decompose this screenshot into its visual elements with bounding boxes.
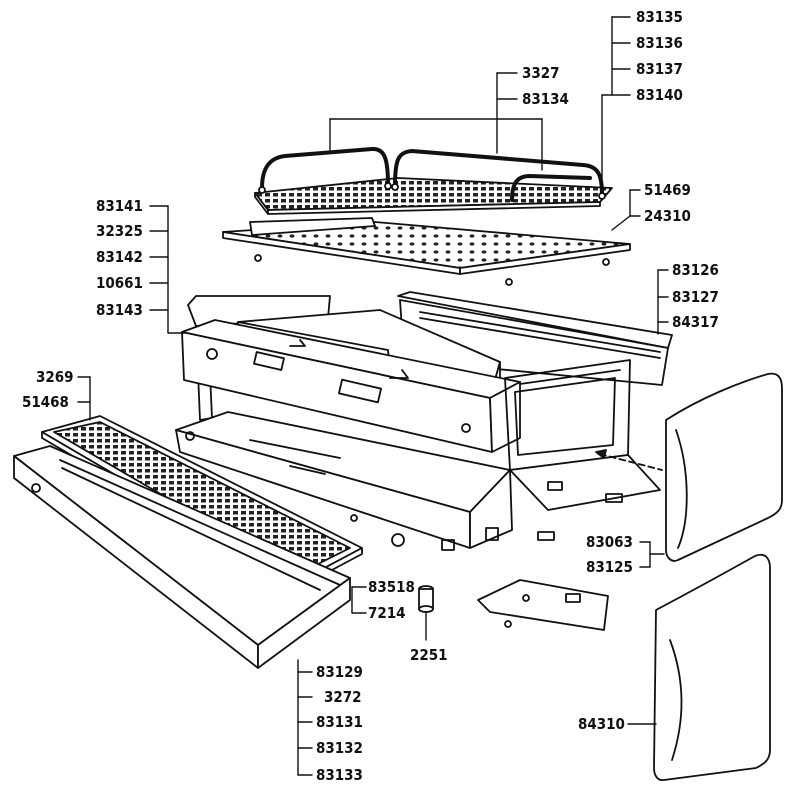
- label-3272: 3272: [324, 688, 362, 706]
- label-3327: 3327: [522, 64, 560, 82]
- label-51468: 51468: [22, 393, 69, 411]
- label-84317: 84317: [672, 313, 719, 331]
- label-83125: 83125: [586, 558, 633, 576]
- label-83132: 83132: [316, 739, 363, 757]
- bottom-bracket: [477, 579, 609, 631]
- label-83518: 83518: [368, 578, 415, 596]
- label-83133: 83133: [316, 766, 363, 784]
- label-83142: 83142: [96, 248, 143, 266]
- label-2251: 2251: [410, 646, 448, 664]
- label-84310: 84310: [578, 715, 625, 733]
- rear-side-panel: [653, 553, 771, 781]
- leader-lines: [77, 16, 669, 776]
- label-83141: 83141: [96, 197, 143, 215]
- label-83143: 83143: [96, 301, 143, 319]
- part-labels: 83135 83136 83137 83140 3327 83134 51469…: [22, 8, 719, 784]
- label-7214: 7214: [368, 604, 406, 622]
- foot: [418, 585, 434, 613]
- label-83134: 83134: [522, 90, 569, 108]
- label-24310: 24310: [644, 207, 691, 225]
- perforated-plate: [222, 217, 631, 286]
- label-83135: 83135: [636, 8, 683, 26]
- label-83131: 83131: [316, 713, 363, 731]
- label-83136: 83136: [636, 34, 683, 52]
- right-side-panel: [665, 372, 783, 562]
- label-83140: 83140: [636, 86, 683, 104]
- label-32325: 32325: [96, 222, 143, 240]
- label-51469: 51469: [644, 181, 691, 199]
- label-83063: 83063: [586, 533, 633, 551]
- main-frame: [175, 291, 673, 551]
- label-83127: 83127: [672, 288, 719, 306]
- cup-warmer-grid: [254, 146, 613, 215]
- label-3269: 3269: [36, 368, 74, 386]
- base-tray: [13, 445, 351, 669]
- label-83137: 83137: [636, 60, 683, 78]
- label-83129: 83129: [316, 663, 363, 681]
- label-10661: 10661: [96, 274, 143, 292]
- label-83126: 83126: [672, 261, 719, 279]
